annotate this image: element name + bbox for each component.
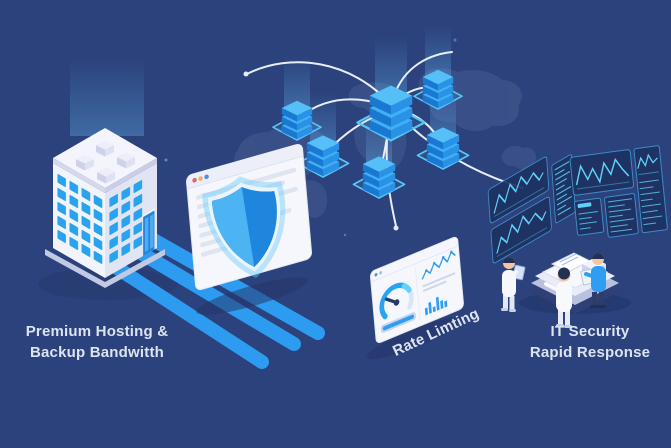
browser-titlebar — [186, 144, 304, 189]
window-dot-yellow — [198, 176, 203, 181]
roof-lip — [53, 158, 105, 193]
building-door — [142, 208, 156, 256]
hosting-line1: Premium Hosting & — [25, 323, 169, 340]
window-dot-blue — [204, 174, 209, 180]
hair — [503, 257, 515, 263]
arc-endpoint-dot — [393, 225, 399, 231]
bandwidth-ribbons — [101, 231, 325, 369]
bandwidth-ribbon — [101, 255, 269, 369]
bandwidth-ribbon — [143, 231, 325, 340]
panel-list-rows — [554, 160, 572, 216]
monitor-panel — [633, 145, 668, 234]
panel-line-chart — [637, 153, 658, 169]
label-premium-hosting: Premium Hosting & Backup Bandwitth — [7, 321, 187, 363]
hair — [558, 267, 570, 280]
security-line2: Rapid Response — [529, 344, 651, 361]
panel-rows — [639, 179, 663, 226]
security-line1: IT Security — [550, 323, 630, 340]
sparkle-dots — [164, 38, 457, 237]
rate-card-shadow — [366, 316, 464, 360]
hair — [592, 253, 604, 259]
progress-fill — [382, 314, 415, 331]
shield-icon — [202, 176, 286, 278]
bandwidth-ribbon — [129, 243, 301, 351]
panel-line-chart — [575, 157, 630, 186]
roof-units — [76, 140, 135, 184]
panel-line-chart — [493, 171, 544, 214]
panel-header-pill — [577, 202, 592, 208]
panel-line-chart — [496, 211, 547, 254]
panel-rows — [578, 210, 598, 230]
mini-bar-chart — [424, 296, 448, 316]
arc-endpoint-dot — [243, 71, 249, 77]
person-figure — [580, 253, 606, 308]
it-team — [501, 253, 606, 328]
window-dot-red — [192, 177, 197, 183]
label-it-security: IT Security Rapid Response — [501, 321, 671, 363]
card-dot — [374, 273, 378, 277]
building-windows-left — [57, 173, 103, 265]
person-figure — [544, 267, 572, 328]
browser-shadow — [196, 277, 308, 315]
rate-limit-card — [369, 236, 464, 343]
card-dot — [379, 271, 383, 275]
person-figure — [501, 257, 526, 312]
browser-window-icon — [185, 144, 313, 291]
monitor-wall-left — [487, 154, 576, 264]
arc-long-left — [246, 61, 392, 106]
mini-line-chart — [421, 250, 456, 292]
office-building-icon — [45, 128, 165, 288]
panel-rows — [607, 198, 635, 233]
gauge-icon — [379, 282, 414, 320]
hosting-line2: Backup Bandwitth — [29, 344, 165, 361]
roof-top — [53, 128, 157, 188]
roof-lip — [105, 158, 157, 193]
monitor-wall-right — [569, 145, 668, 238]
building-windows-right — [109, 179, 143, 264]
